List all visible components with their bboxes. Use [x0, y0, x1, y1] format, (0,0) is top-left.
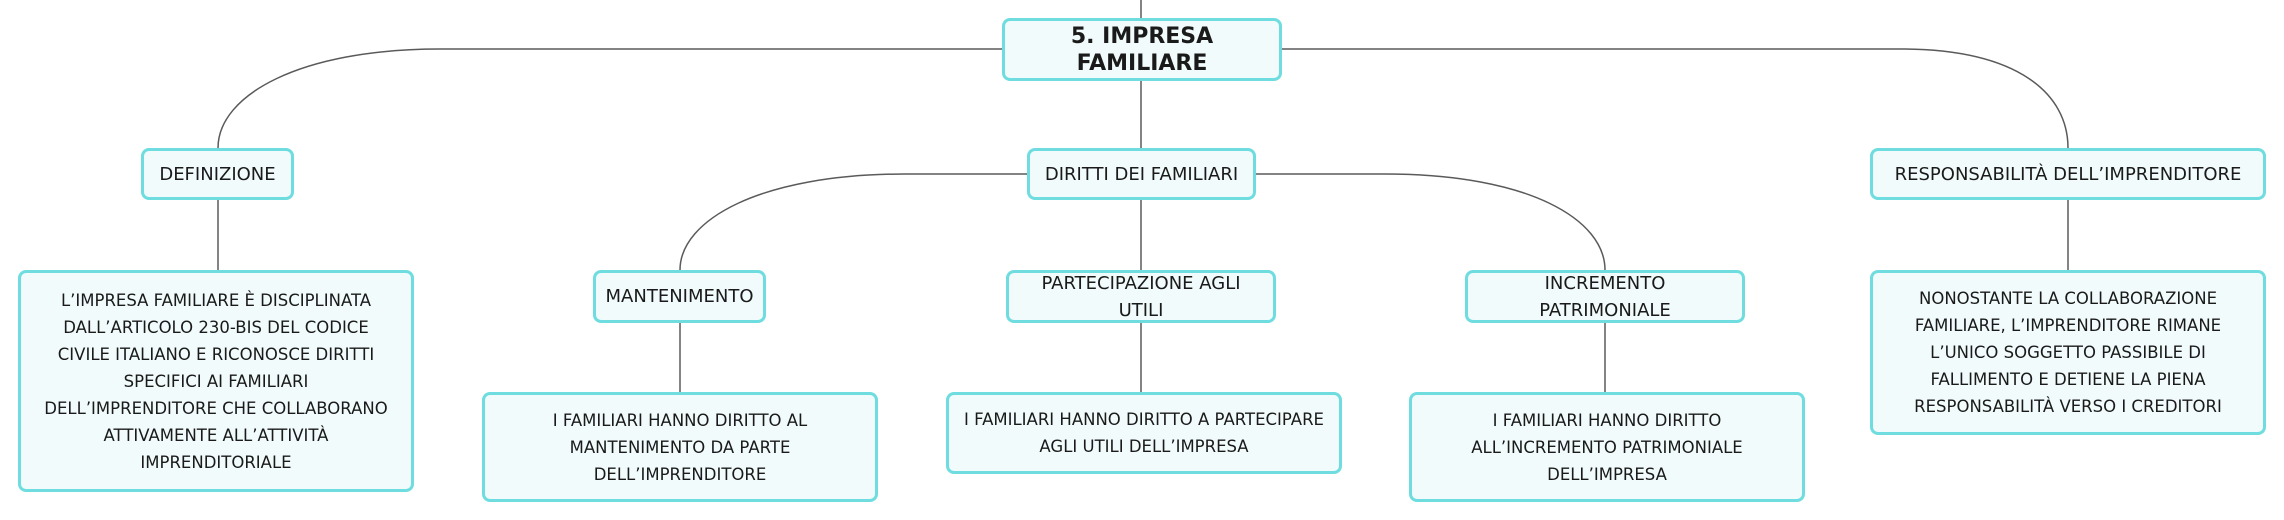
node-partecipazione-agli-utili[interactable]: PARTECIPAZIONE AGLI UTILI: [1006, 270, 1276, 323]
incremento-detail[interactable]: I FAMILIARI HANNO DIRITTO ALL’INCREMENTO…: [1409, 392, 1805, 502]
definizione-detail-text: L’IMPRESA FAMILIARE È DISCIPLINATA DALL’…: [44, 290, 388, 472]
mantenimento-label: MANTENIMENTO: [605, 286, 754, 307]
definizione-label: DEFINIZIONE: [159, 163, 276, 185]
node-diritti-dei-familiari[interactable]: DIRITTI DEI FAMILIARI: [1027, 148, 1256, 200]
mantenimento-detail[interactable]: I FAMILIARI HANNO DIRITTO AL MANTENIMENT…: [482, 392, 878, 502]
node-definizione[interactable]: DEFINIZIONE: [141, 148, 294, 200]
diritti-label: DIRITTI DEI FAMILIARI: [1044, 163, 1239, 185]
partecipazione-label: PARTECIPAZIONE AGLI UTILI: [1041, 272, 1241, 321]
root-node[interactable]: 5. IMPRESA FAMILIARE: [1002, 18, 1282, 81]
incremento-detail-text: I FAMILIARI HANNO DIRITTO ALL’INCREMENTO…: [1471, 410, 1743, 484]
definizione-detail[interactable]: L’IMPRESA FAMILIARE È DISCIPLINATA DALL’…: [18, 270, 414, 492]
connector-root-responsabilita: [1282, 48, 2069, 149]
mantenimento-detail-text: I FAMILIARI HANNO DIRITTO AL MANTENIMENT…: [552, 410, 808, 484]
connector-diritti-incremento: [1256, 173, 1606, 271]
connector-root-definizione: [217, 48, 1002, 149]
responsabilita-detail-text: NONOSTANTE LA COLLABORAZIONE FAMILIARE, …: [1914, 289, 2222, 416]
root-label: 5. IMPRESA FAMILIARE: [1070, 23, 1214, 76]
responsabilita-label: RESPONSABILITÀ DELL’IMPRENDITORE: [1894, 163, 2242, 185]
partecipazione-detail[interactable]: I FAMILIARI HANNO DIRITTO A PARTECIPARE …: [946, 392, 1342, 474]
incremento-label: INCREMENTO PATRIMONIALE: [1539, 272, 1671, 321]
node-responsabilita[interactable]: RESPONSABILITÀ DELL’IMPRENDITORE: [1870, 148, 2266, 200]
partecipazione-detail-text: I FAMILIARI HANNO DIRITTO A PARTECIPARE …: [964, 410, 1324, 456]
responsabilita-detail[interactable]: NONOSTANTE LA COLLABORAZIONE FAMILIARE, …: [1870, 270, 2266, 435]
connector-diritti-mantenimento: [679, 173, 1027, 271]
node-incremento-patrimoniale[interactable]: INCREMENTO PATRIMONIALE: [1465, 270, 1745, 323]
node-mantenimento[interactable]: MANTENIMENTO: [593, 270, 766, 323]
